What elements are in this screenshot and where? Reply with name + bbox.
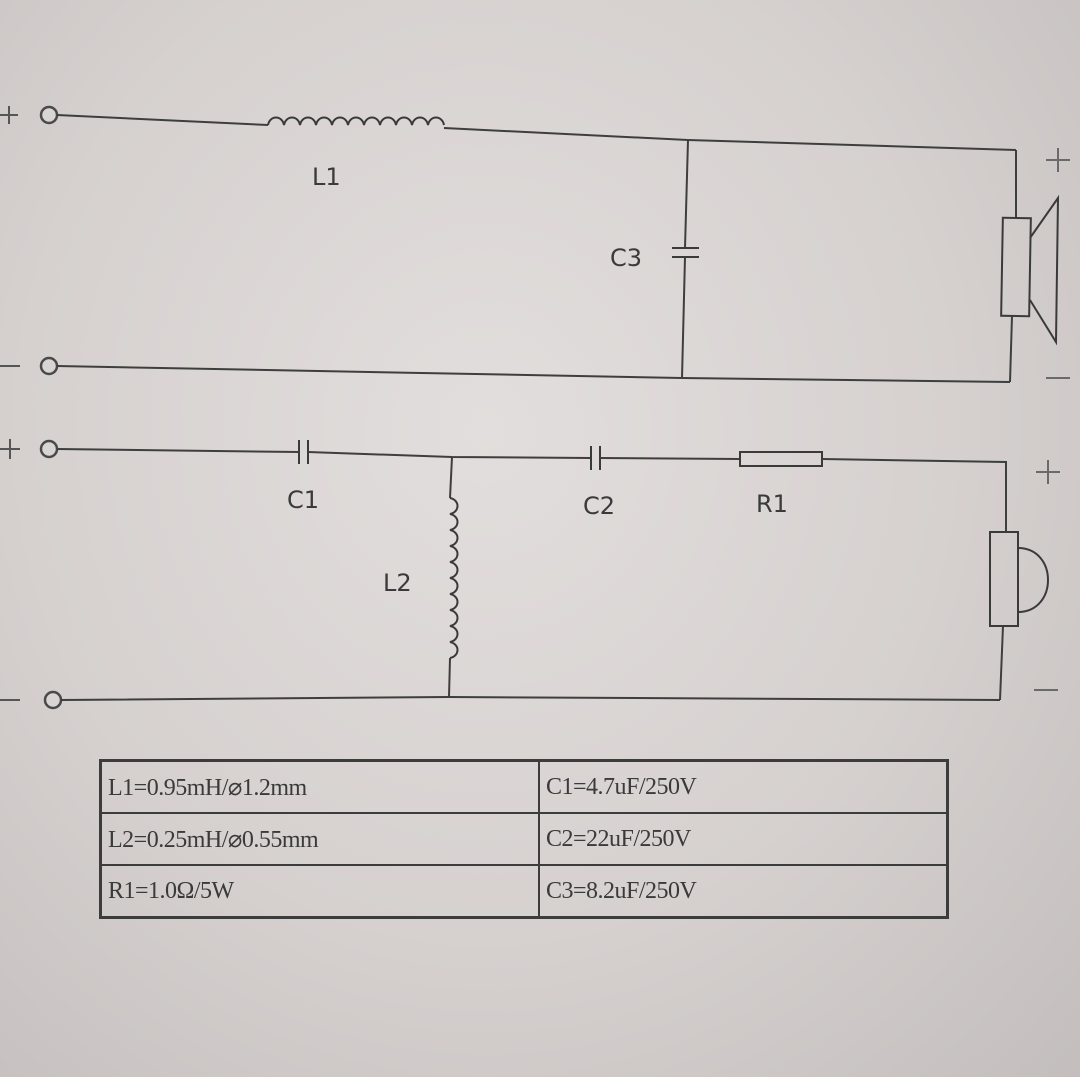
resistor-r1 [739,451,823,467]
wire-input-to-l1 [56,114,269,126]
tweeter-speaker-icon [989,531,1049,627]
wire-c2-to-r1 [599,457,741,460]
wire-r1-to-tweeter [821,458,1007,532]
wire-l1-to-woofer [443,127,1017,151]
spec-c2: C2=22uF/250V [538,812,949,866]
woofer-speaker-icon [1000,194,1060,346]
table-row: L1=0.95mH/⌀1.2mm C1=4.7uF/250V [99,759,949,814]
tweeter-negative-terminal [43,690,63,710]
label-c1: C1 [287,486,319,514]
component-spec-table: L1=0.95mH/⌀1.2mm C1=4.7uF/250V L2=0.25mH… [99,759,949,919]
wire-input-to-c1 [56,448,300,453]
spec-c3: C3=8.2uF/250V [538,864,949,919]
woofer-circuit: L1 C3 [0,105,1070,383]
table-row: R1=1.0Ω/5W C3=8.2uF/250V [99,864,949,919]
wire-c3-bottom [681,256,686,379]
tweeter-circuit: C1 L2 C2 R1 [0,439,1060,710]
wire-woofer-minus [1009,315,1013,383]
inductor-l2 [449,497,459,659]
table-row: L2=0.25mH/⌀0.55mm C2=22uF/250V [99,812,949,866]
label-c2: C2 [583,492,615,520]
wire-c3-top [684,139,689,249]
woofer-positive-terminal [39,105,59,125]
spec-c1: C1=4.7uF/250V [538,759,949,814]
spec-r1: R1=1.0Ω/5W [99,864,540,919]
wire-tweeter-minus [999,625,1004,701]
label-c3: C3 [610,244,642,272]
tweeter-positive-terminal [39,439,59,459]
label-l2: L2 [383,569,412,597]
wire-tweeter-return [60,695,1001,701]
label-r1: R1 [756,490,788,518]
spec-l2: L2=0.25mH/⌀0.55mm [99,812,540,866]
wire-woofer-return [56,365,1011,383]
woofer-negative-terminal [39,356,59,376]
label-l1: L1 [312,163,341,191]
wire-l2-top [449,456,453,499]
inductor-l1 [267,116,445,126]
wire-l2-bottom [448,657,451,698]
spec-l1: L1=0.95mH/⌀1.2mm [99,759,540,814]
wire-c1-to-c2 [307,451,592,459]
